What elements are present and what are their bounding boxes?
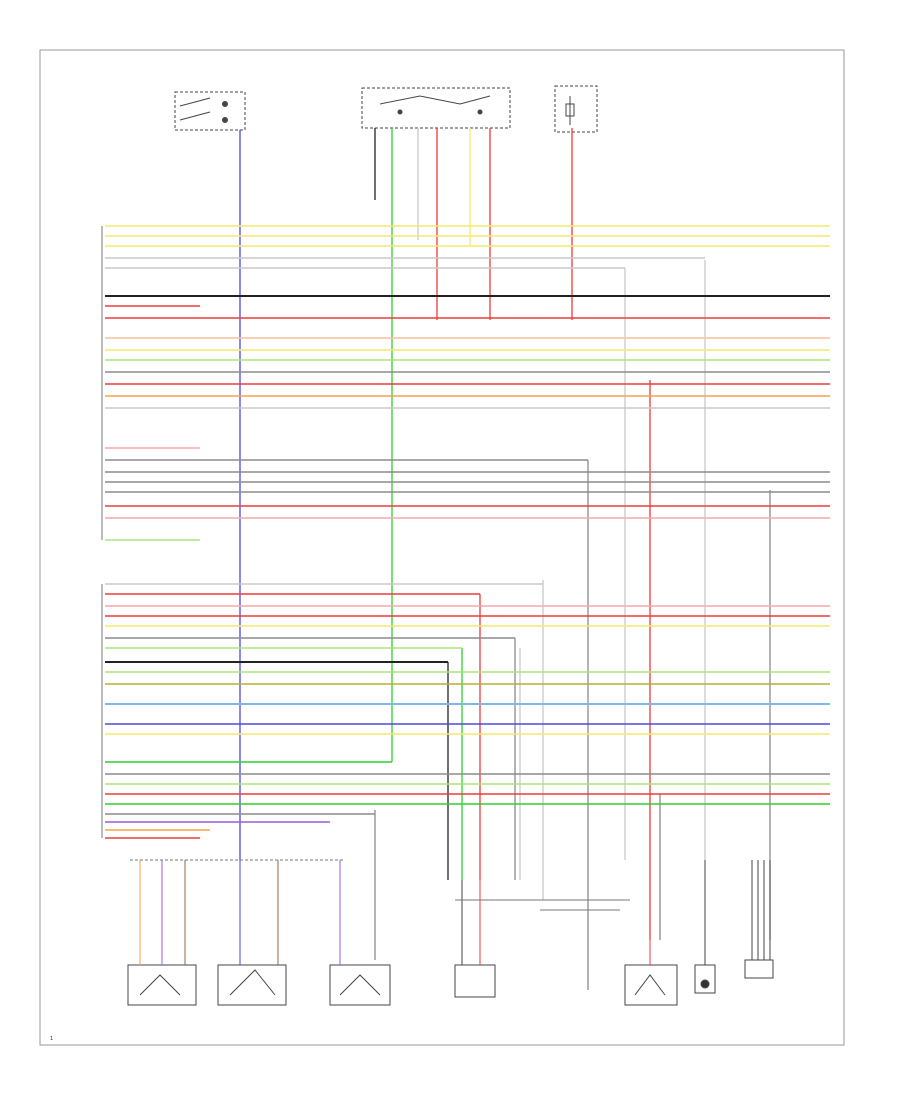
top-components: [174, 85, 598, 133]
ignition-switch-box: [174, 91, 246, 131]
fuse-box: [554, 85, 598, 133]
component-box-2: [217, 964, 287, 1006]
figure-ref: 1: [50, 1036, 53, 1042]
horizontal-wires-lower: [105, 583, 830, 839]
component-box-6: [694, 964, 716, 994]
component-box-3: [329, 964, 391, 1006]
component-box-4: [454, 964, 496, 998]
engine-relay-box: [361, 87, 511, 129]
component-box-1: [127, 964, 197, 1006]
component-box-5: [624, 964, 678, 1006]
bottom-components: [127, 859, 774, 1006]
horizontal-wires-upper: [105, 225, 830, 541]
diagram-border: [39, 49, 845, 1046]
component-box-7: [744, 959, 774, 979]
